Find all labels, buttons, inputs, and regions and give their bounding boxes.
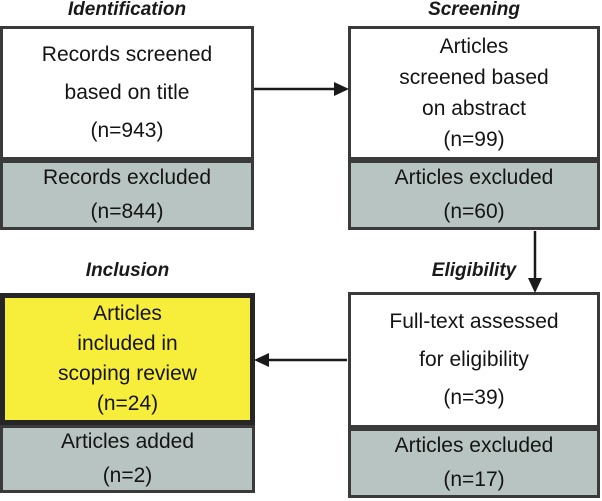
box-fulltext-assessed: Full-text assessed for eligibility (n=39… <box>348 292 600 428</box>
stage-header-screening: Screening <box>428 0 520 20</box>
box-articles-excluded-eligibility-text: Articles excluded (n=17) <box>394 434 554 491</box>
box-records-screened: Records screened based on title (n=943) <box>0 26 254 160</box>
box-records-excluded: Records excluded (n=844) <box>0 160 254 230</box>
arrow-identification-to-screening-head <box>334 82 349 96</box>
box-records-screened-text: Records screened based on title (n=943) <box>41 43 213 142</box>
box-articles-added-text: Articles added (n=2) <box>60 430 195 487</box>
stage-header-inclusion: Inclusion <box>85 260 170 281</box>
arrow-eligibility-to-inclusion-head <box>254 353 269 367</box>
box-articles-screened-text: Articles screened based on abstract (n=9… <box>399 35 549 151</box>
box-articles-screened: Articles screened based on abstract (n=9… <box>348 26 600 160</box>
box-articles-included-text: Articles included in scoping review (n=2… <box>58 302 197 415</box>
stage-header-eligibility: Eligibility <box>431 260 517 281</box>
box-articles-added: Articles added (n=2) <box>0 425 255 493</box>
box-articles-excluded-screening: Articles excluded (n=60) <box>348 160 600 230</box>
stage-header-identification: Identification <box>67 0 187 20</box>
box-fulltext-assessed-text: Full-text assessed for eligibility (n=39… <box>389 310 559 409</box>
box-articles-included: Articles included in scoping review (n=2… <box>0 293 255 425</box>
box-articles-excluded-eligibility: Articles excluded (n=17) <box>348 428 600 498</box>
box-records-excluded-text: Records excluded (n=844) <box>42 166 212 223</box>
box-articles-excluded-screening-text: Articles excluded (n=60) <box>394 166 554 223</box>
